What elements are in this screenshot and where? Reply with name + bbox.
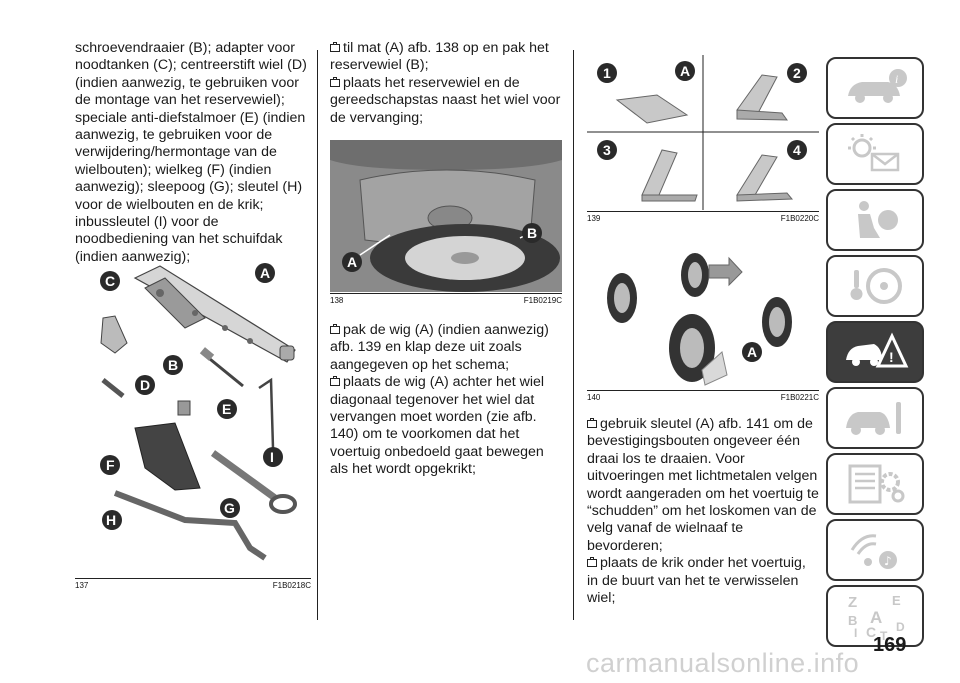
column-2-bottom: pak de wig (A) (indien aanwezig) afb. 13… — [330, 322, 562, 479]
column-1: schroevendraaier (B); adapter voor noodt… — [75, 40, 311, 266]
figure-140: A — [587, 240, 819, 390]
index-letter-c: C — [866, 624, 876, 640]
driving-steering-icon — [850, 268, 902, 304]
multimedia-icon: ♪ — [850, 534, 897, 569]
trunk-spare-wheel-illustration: A B — [330, 140, 562, 292]
label-f: F — [106, 457, 115, 473]
label-b: B — [168, 357, 178, 373]
figure-140-code: F1B0221C — [780, 393, 819, 402]
label-d: D — [140, 377, 150, 393]
technical-data-icon — [848, 464, 905, 504]
index-icon: Z E B A I C D T — [848, 593, 905, 641]
label-b: B — [527, 225, 537, 241]
tab-emergency[interactable]: ! — [826, 321, 924, 383]
tab-car-info[interactable]: i — [826, 57, 924, 119]
tab-technical-data[interactable] — [826, 453, 924, 515]
label-g: G — [224, 500, 235, 516]
label-a: A — [347, 254, 357, 270]
step-1: 1 — [603, 65, 611, 81]
col1-paragraph: schroevendraaier (B); adapter voor noodt… — [75, 40, 307, 265]
col2-bullet-3: pak de wig (A) (indien aanwezig) afb. 13… — [330, 322, 549, 373]
index-letter-a: A — [870, 608, 882, 627]
figure-140-caption: 140 F1B0221C — [587, 390, 819, 402]
tab-multimedia[interactable]: ♪ — [826, 519, 924, 581]
bullet-icon — [587, 557, 597, 568]
bullet-icon — [330, 376, 340, 387]
figure-138-number: 138 — [330, 296, 344, 305]
col2-bullet-2: plaats het reservewiel en de gereedschap… — [330, 74, 561, 126]
maintenance-car-icon — [846, 402, 901, 435]
figure-137: A B C D E F G H I — [75, 258, 311, 583]
figure-138-code: F1B0219C — [523, 296, 562, 305]
svg-text:!: ! — [889, 349, 894, 365]
tab-safety[interactable] — [826, 189, 924, 251]
column-divider-2 — [573, 50, 574, 620]
tab-warning-lights[interactable] — [826, 123, 924, 185]
index-letter-z: Z — [848, 594, 857, 611]
page-number: 169 — [873, 634, 907, 656]
bullet-icon — [330, 76, 340, 87]
tab-driving[interactable] — [826, 255, 924, 317]
figure-139-caption: 139 F1B0220C — [587, 211, 819, 223]
figure-137-code: F1B0218C — [272, 581, 311, 590]
wheel-chock-steps-illustration: 1 A 2 3 4 — [587, 55, 819, 210]
index-letter-t: T — [880, 629, 888, 641]
col2-bullet-4: plaats de wig (A) achter het wiel diagon… — [330, 374, 545, 478]
step-4: 4 — [793, 142, 801, 158]
index-letter-b: B — [848, 613, 857, 628]
jack-illustration — [133, 265, 296, 363]
figure-138-caption: 138 F1B0219C — [330, 293, 562, 305]
index-letter-d: D — [896, 620, 905, 634]
chapter-sidebar: i ! — [826, 57, 928, 651]
label-i: I — [270, 449, 274, 465]
figure-139: 1 A 2 3 4 — [587, 55, 819, 210]
index-letter-e: E — [892, 593, 901, 608]
label-c: C — [105, 273, 115, 289]
figure-138: A B — [330, 140, 562, 292]
label-a: A — [747, 344, 757, 360]
figure-139-number: 139 — [587, 214, 601, 223]
col2-bullet-1: til mat (A) afb. 138 op en pak het reser… — [330, 40, 549, 74]
tool-kit-illustration: A B C D E F G H I — [100, 263, 297, 561]
column-divider-1 — [317, 50, 318, 620]
figure-137-number: 137 — [75, 581, 89, 590]
bullet-icon — [330, 324, 340, 334]
step-2: 2 — [793, 65, 801, 81]
tab-maintenance[interactable] — [826, 387, 924, 449]
column-2: til mat (A) afb. 138 op en pak het reser… — [330, 40, 562, 127]
column-3-text: gebruik sleutel (A) afb. 141 om de beves… — [587, 416, 819, 607]
label-a: A — [680, 63, 690, 79]
bullet-icon — [330, 42, 340, 52]
car-info-icon: i — [848, 69, 907, 103]
figure-139-code: F1B0220C — [780, 214, 819, 223]
emergency-car-icon: ! — [846, 332, 909, 368]
label-h: H — [106, 512, 116, 528]
chock-position-illustration: A — [607, 253, 792, 386]
col3-bullet-1: gebruik sleutel (A) afb. 141 om de beves… — [587, 416, 819, 554]
safety-airbag-icon — [858, 201, 898, 238]
watermark: carmanualsonline.info — [586, 648, 860, 678]
label-e: E — [222, 401, 231, 417]
warning-lights-icon — [848, 134, 900, 172]
svg-text:i: i — [895, 72, 898, 86]
label-a: A — [260, 265, 270, 281]
figure-140-number: 140 — [587, 393, 601, 402]
col3-bullet-2: plaats de krik onder het voertuig, in de… — [587, 555, 806, 607]
bullet-icon — [587, 418, 597, 428]
step-3: 3 — [603, 142, 611, 158]
tab-index[interactable]: Z E B A I C D T — [826, 585, 924, 647]
figure-137-caption: 137 F1B0218C — [75, 578, 311, 590]
index-letter-i: I — [854, 626, 857, 640]
svg-text:♪: ♪ — [884, 554, 892, 568]
